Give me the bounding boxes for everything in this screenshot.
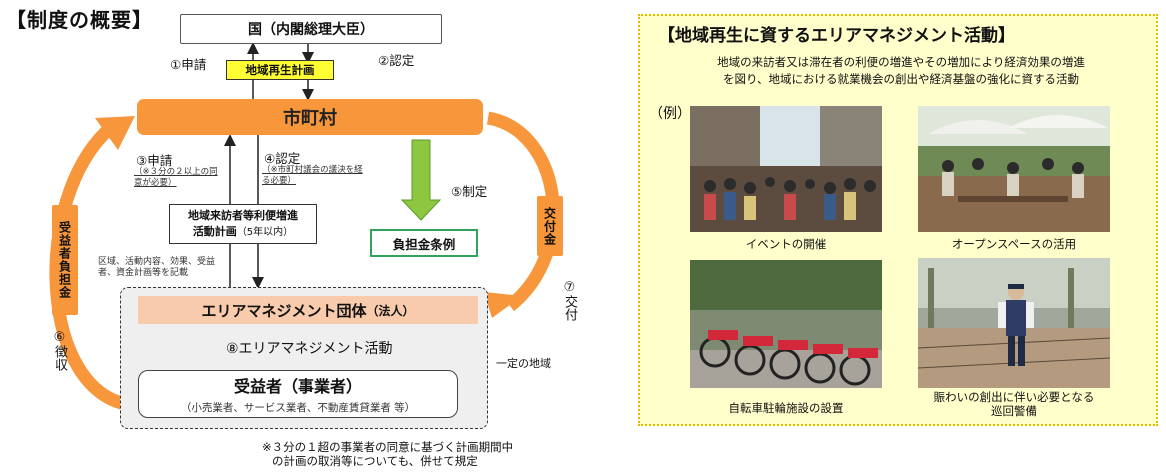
area-management-group-corp: （法人） — [366, 303, 415, 318]
activity-plan-title: 地域来訪者等利便増進 — [188, 208, 298, 222]
step8-label: ⑧エリアマネジメント活動 — [226, 341, 393, 357]
caption-open-space: オープンスペースの活用 — [951, 237, 1077, 251]
area-management-group-label: エリアマネジメント団体 — [201, 301, 367, 320]
footnote: ※３分の１超の事業者の同意に基づく計画期間中 の計画の取消等についても、併せて規… — [262, 440, 513, 468]
plan-contents-note: 区域、活動内容、効果、受益者、資金計画等を記載 — [98, 257, 216, 278]
caption-patrol-line2: 巡回警備 — [991, 404, 1037, 418]
activity-plan-box: 地域来訪者等利便増進 活動計画（5年以内） — [169, 204, 317, 244]
panel-title: 【地域再生に資するエリアマネジメント活動】 — [658, 26, 1015, 46]
step5-label: ⑤制定 — [451, 184, 488, 199]
orange-arrow-right — [486, 111, 560, 312]
section-title: 【制度の概要】 — [6, 8, 153, 32]
step4-note: （※市町村議会の議決を経る必要） — [262, 165, 363, 186]
step6-label: ⑥徴収 — [52, 330, 67, 371]
caption-patrol-line1: 賑わいの創出に伴い必要となる — [933, 390, 1095, 404]
beneficiary-levy-label: 受益者負担金 — [52, 205, 78, 315]
national-government-box: 国（内閣総理大臣） — [180, 14, 442, 44]
municipality-box: 市町村 — [137, 99, 483, 135]
step3-label: ③申請 — [136, 153, 173, 168]
caption-patrol: 賑わいの創出に伴い必要となる 巡回警備 — [908, 390, 1120, 418]
step4-label: ④認定 — [264, 151, 301, 166]
area-management-group-box: エリアマネジメント団体（法人） — [138, 296, 478, 324]
green-arrow-step5 — [400, 139, 442, 221]
step7-label: ⑦交付 — [562, 280, 577, 321]
caption-event: イベントの開催 — [745, 237, 827, 251]
step3-note: （※３分の２以上の同意が必要） — [134, 167, 218, 188]
levy-ordinance-box: 負担金条例 — [370, 229, 478, 257]
panel-desc-line1: 地域の来訪者又は滞在者の利便の増進やその増加により経済効果の増進 — [717, 55, 1085, 69]
beneficiary-box: 受益者（事業者） （小売業者、サービス業者、不動産賃貸業者 等） — [138, 370, 458, 418]
beneficiary-title: 受益者（事業者） — [233, 377, 362, 396]
caption-bicycle: 自転車駐輪施設の設置 — [728, 401, 844, 415]
example-label: （例） — [649, 106, 691, 122]
area-label: 一定の地域 — [496, 357, 551, 370]
open-space-photo — [918, 106, 1110, 232]
footnote-line1: ※３分の１超の事業者の同意に基づく計画期間中 — [262, 440, 514, 454]
panel-description: 地域の来訪者又は滞在者の利便の増進やその増加により経済効果の増進 を図り、地域に… — [656, 54, 1146, 88]
step1-label: ①申請 — [170, 57, 207, 72]
panel-desc-line2: を図り、地域における就業機会の創出や経済基盤の強化に資する活動 — [722, 72, 1080, 86]
beneficiary-desc: （小売業者、サービス業者、不動産賃貸業者 等） — [180, 402, 416, 414]
security-patrol-photo — [918, 258, 1110, 388]
bicycle-parking-photo — [690, 260, 882, 388]
step2-label: ②認定 — [378, 53, 415, 68]
footnote-line2: の計画の取消等についても、併せて規定 — [272, 454, 478, 468]
activity-plan-title-2: 活動計画 — [192, 224, 237, 238]
grant-label: 交付金 — [537, 196, 563, 256]
activity-plan-period: （5年以内） — [236, 226, 294, 238]
regional-revitalization-plan-box: 地域再生計画 — [226, 60, 334, 80]
event-photo — [690, 106, 882, 232]
